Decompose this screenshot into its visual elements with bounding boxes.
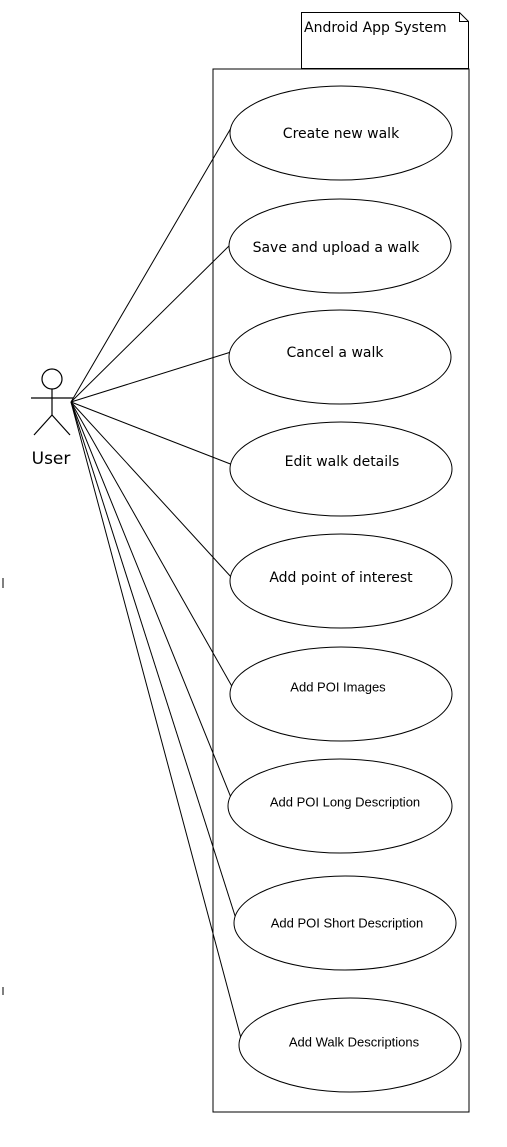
- use-case-ellipse: [228, 309, 452, 405]
- use-case-ellipse: [229, 85, 453, 181]
- system-title-note: Android App System: [301, 12, 469, 69]
- use-case-label: Add POI Long Description: [270, 794, 420, 809]
- use-case: Add POI Short Description: [233, 875, 457, 971]
- stick-figure-icon: [31, 368, 73, 436]
- use-case-ellipse: [229, 533, 453, 629]
- use-case: Add POI Images: [229, 646, 453, 742]
- use-case: Create new walk: [229, 85, 453, 181]
- association-line: [70, 401, 233, 579]
- use-case-ellipse: [233, 875, 457, 971]
- user-actor: User: [31, 368, 73, 469]
- use-case-ellipse: [228, 198, 452, 294]
- use-case-label: Add Walk Descriptions: [289, 1034, 420, 1049]
- use-case: Add POI Long Description: [227, 758, 453, 854]
- association-lines: [70, 127, 243, 1043]
- association-line: [70, 401, 233, 801]
- association-line: [70, 401, 234, 466]
- association-line: [70, 401, 243, 1043]
- use-case: Add point of interest: [229, 533, 453, 629]
- use-case: Cancel a walk: [228, 309, 452, 405]
- association-line: [70, 127, 232, 403]
- use-case-ellipse: [229, 421, 453, 517]
- use-case-label: Add POI Images: [290, 679, 386, 694]
- use-case: Add Walk Descriptions: [238, 997, 462, 1093]
- association-line: [70, 241, 234, 403]
- use-case-ellipse: [229, 646, 453, 742]
- association-line: [70, 351, 232, 403]
- use-case: Edit walk details: [229, 421, 453, 517]
- use-case: Save and upload a walk: [228, 198, 452, 294]
- association-line: [70, 401, 235, 691]
- use-case-label: Edit walk details: [285, 454, 400, 470]
- use-case-label: Cancel a walk: [287, 345, 385, 361]
- use-case-label: Add POI Short Description: [271, 915, 423, 930]
- association-line: [70, 401, 238, 923]
- use-case-ellipse: [238, 997, 462, 1093]
- system-title: Android App System: [304, 20, 447, 36]
- actor-label: User: [32, 449, 71, 469]
- use-case-ellipse: [227, 758, 453, 854]
- use-case-label: Create new walk: [283, 126, 400, 142]
- use-case-label: Add point of interest: [269, 570, 413, 586]
- use-case-label: Save and upload a walk: [253, 240, 421, 256]
